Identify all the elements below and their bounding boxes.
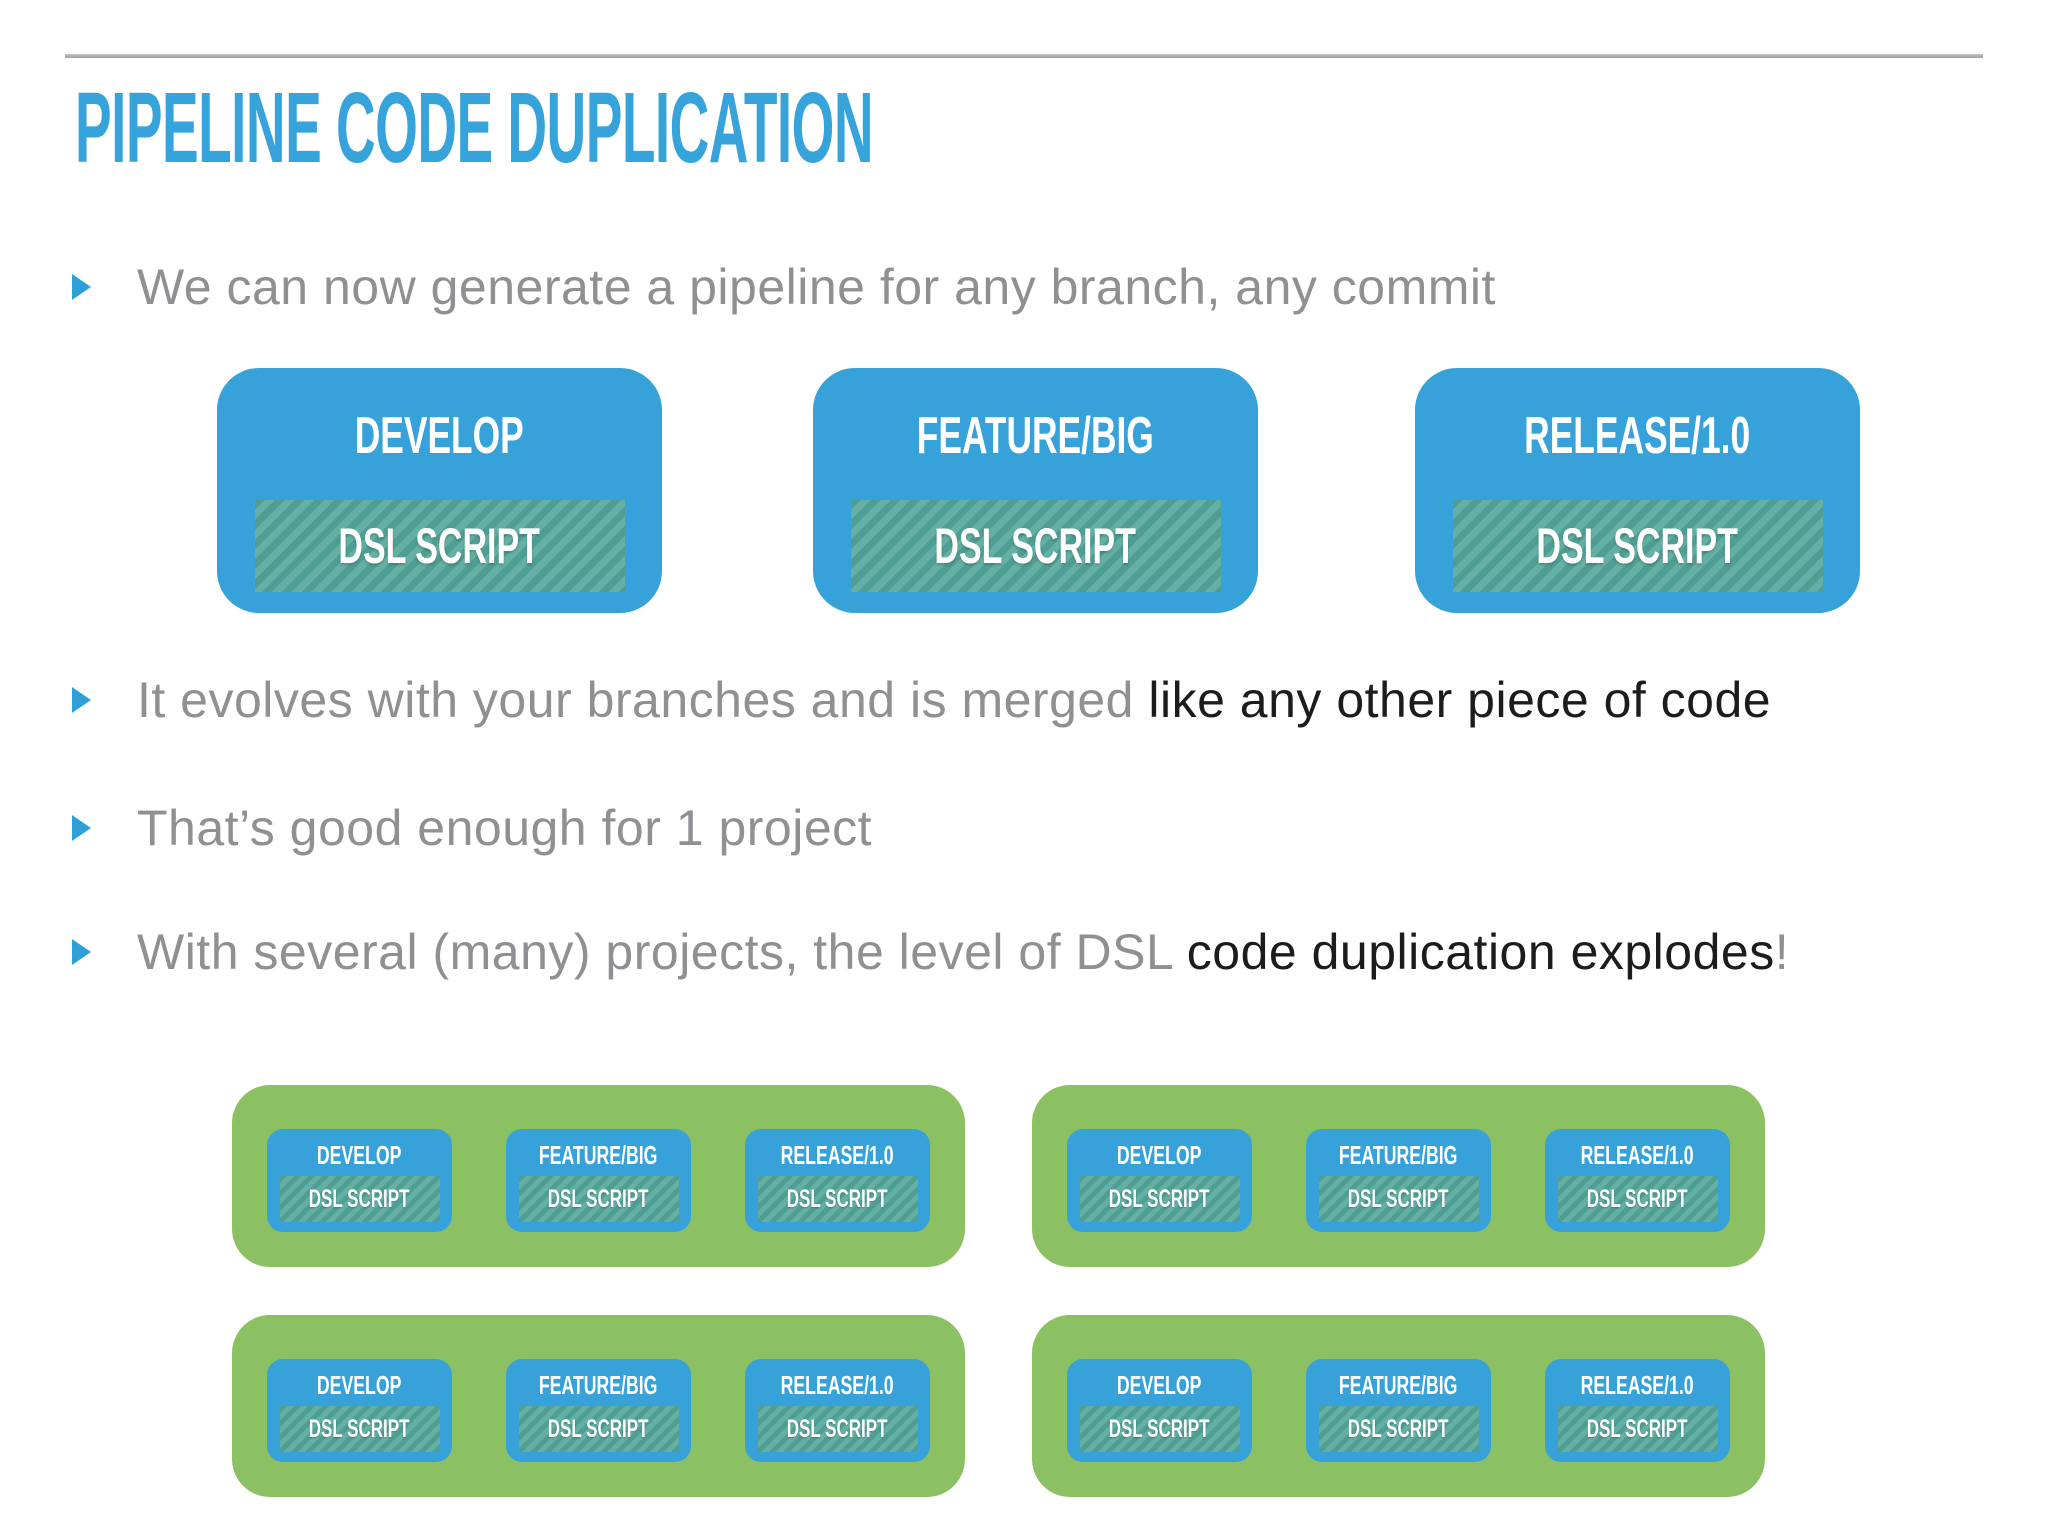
dsl-script-label: DSL SCRIPT: [338, 518, 541, 574]
dsl-script-label: DSL SCRIPT: [1536, 518, 1739, 574]
bullet-segment-emphasis: code duplication explodes: [1186, 924, 1775, 980]
dsl-script-label: DSL SCRIPT: [934, 518, 1137, 574]
bullet-segment-emphasis: like any other piece of code: [1148, 672, 1772, 728]
mini-dsl-script-label: DSL SCRIPT: [1348, 1184, 1449, 1213]
mini-dsl-script-box: DSL SCRIPT: [1557, 1176, 1718, 1222]
mini-branch-label: RELEASE/1.0: [1580, 1370, 1694, 1400]
mini-branch-label: DEVELOP: [317, 1140, 402, 1170]
branch-box-feature-big: FEATURE/BIG DSL SCRIPT: [813, 368, 1258, 613]
bullet-item-3: That’s good enough for 1 project: [72, 798, 872, 858]
mini-branch-box-release-1-0: RELEASE/1.0 DSL SCRIPT: [745, 1129, 930, 1232]
mini-dsl-script-box: DSL SCRIPT: [1079, 1406, 1240, 1452]
mini-branch-box-feature-big: FEATURE/BIG DSL SCRIPT: [1306, 1129, 1491, 1232]
mini-dsl-script-box: DSL SCRIPT: [279, 1176, 440, 1222]
bullet-text: With several (many) projects, the level …: [137, 922, 1789, 982]
bullet-segment: It evolves with your branches and is mer…: [137, 672, 1149, 728]
bullet-segment: That’s good enough for 1 project: [137, 800, 873, 856]
mini-branch-label: RELEASE/1.0: [1580, 1140, 1694, 1170]
bullet-triangle-icon: [72, 939, 91, 965]
mini-dsl-script-box: DSL SCRIPT: [757, 1406, 918, 1452]
mini-dsl-script-box: DSL SCRIPT: [518, 1176, 679, 1222]
dsl-script-box: DSL SCRIPT: [254, 500, 625, 592]
mini-branch-box-feature-big: FEATURE/BIG DSL SCRIPT: [1306, 1359, 1491, 1462]
bullet-triangle-icon: [72, 274, 91, 300]
mini-dsl-script-box: DSL SCRIPT: [1318, 1406, 1479, 1452]
page-title-text: PIPELINE CODE DUPLICATION: [75, 72, 874, 184]
mini-dsl-script-box: DSL SCRIPT: [757, 1176, 918, 1222]
bullet-segment: !: [1774, 924, 1790, 980]
mini-dsl-script-box: DSL SCRIPT: [1318, 1176, 1479, 1222]
dsl-script-box: DSL SCRIPT: [850, 500, 1221, 592]
dsl-script-box: DSL SCRIPT: [1452, 500, 1823, 592]
bullet-text: We can now generate a pipeline for any b…: [137, 257, 1496, 317]
page-title: PIPELINE CODE DUPLICATION: [75, 78, 1526, 178]
project-group-2: DEVELOP DSL SCRIPT FEATURE/BIG DSL SCRIP…: [1032, 1085, 1765, 1267]
bullet-item-1: We can now generate a pipeline for any b…: [72, 257, 1496, 317]
branch-label: FEATURE/BIG: [916, 407, 1155, 465]
mini-branch-label: FEATURE/BIG: [539, 1370, 658, 1400]
branch-label: RELEASE/1.0: [1524, 407, 1751, 465]
mini-branch-box-develop: DEVELOP DSL SCRIPT: [1067, 1359, 1252, 1462]
mini-branch-box-develop: DEVELOP DSL SCRIPT: [1067, 1129, 1252, 1232]
project-group-4: DEVELOP DSL SCRIPT FEATURE/BIG DSL SCRIP…: [1032, 1315, 1765, 1497]
mini-branch-label: FEATURE/BIG: [1339, 1370, 1458, 1400]
mini-branch-label: DEVELOP: [317, 1370, 402, 1400]
mini-branch-box-develop: DEVELOP DSL SCRIPT: [267, 1359, 452, 1462]
bullet-text: That’s good enough for 1 project: [137, 798, 872, 858]
mini-branch-box-release-1-0: RELEASE/1.0 DSL SCRIPT: [745, 1359, 930, 1462]
branch-box-release-1-0: RELEASE/1.0 DSL SCRIPT: [1415, 368, 1860, 613]
mini-dsl-script-label: DSL SCRIPT: [1348, 1414, 1449, 1443]
bullet-triangle-icon: [72, 687, 91, 713]
mini-branch-label: DEVELOP: [1117, 1370, 1202, 1400]
mini-dsl-script-label: DSL SCRIPT: [1587, 1184, 1688, 1213]
bullet-item-2: It evolves with your branches and is mer…: [72, 670, 1771, 730]
branch-label: DEVELOP: [355, 407, 524, 465]
mini-branch-box-feature-big: FEATURE/BIG DSL SCRIPT: [506, 1359, 691, 1462]
bullet-segment: We can now generate a pipeline for any b…: [137, 259, 1496, 315]
mini-dsl-script-label: DSL SCRIPT: [548, 1414, 649, 1443]
mini-branch-label: RELEASE/1.0: [780, 1370, 894, 1400]
project-group-3: DEVELOP DSL SCRIPT FEATURE/BIG DSL SCRIP…: [232, 1315, 965, 1497]
mini-branch-box-feature-big: FEATURE/BIG DSL SCRIPT: [506, 1129, 691, 1232]
mini-dsl-script-label: DSL SCRIPT: [1109, 1414, 1210, 1443]
mini-branch-label: FEATURE/BIG: [539, 1140, 658, 1170]
bullet-text: It evolves with your branches and is mer…: [137, 670, 1771, 730]
mini-dsl-script-label: DSL SCRIPT: [309, 1414, 410, 1443]
mini-dsl-script-label: DSL SCRIPT: [309, 1184, 410, 1213]
mini-branch-label: FEATURE/BIG: [1339, 1140, 1458, 1170]
mini-dsl-script-label: DSL SCRIPT: [1109, 1184, 1210, 1213]
bullet-triangle-icon: [72, 815, 91, 841]
top-rule: [65, 54, 1983, 58]
mini-dsl-script-box: DSL SCRIPT: [1079, 1176, 1240, 1222]
branch-box-develop: DEVELOP DSL SCRIPT: [217, 368, 662, 613]
mini-dsl-script-box: DSL SCRIPT: [1557, 1406, 1718, 1452]
mini-dsl-script-label: DSL SCRIPT: [548, 1184, 649, 1213]
mini-dsl-script-box: DSL SCRIPT: [279, 1406, 440, 1452]
mini-branch-label: DEVELOP: [1117, 1140, 1202, 1170]
project-group-1: DEVELOP DSL SCRIPT FEATURE/BIG DSL SCRIP…: [232, 1085, 965, 1267]
mini-dsl-script-label: DSL SCRIPT: [787, 1184, 888, 1213]
mini-branch-box-develop: DEVELOP DSL SCRIPT: [267, 1129, 452, 1232]
mini-branch-label: RELEASE/1.0: [780, 1140, 894, 1170]
bullet-item-4: With several (many) projects, the level …: [72, 922, 1789, 982]
mini-branch-box-release-1-0: RELEASE/1.0 DSL SCRIPT: [1545, 1359, 1730, 1462]
mini-branch-box-release-1-0: RELEASE/1.0 DSL SCRIPT: [1545, 1129, 1730, 1232]
mini-dsl-script-label: DSL SCRIPT: [1587, 1414, 1688, 1443]
mini-dsl-script-box: DSL SCRIPT: [518, 1406, 679, 1452]
mini-dsl-script-label: DSL SCRIPT: [787, 1414, 888, 1443]
bullet-segment: With several (many) projects, the level …: [137, 924, 1187, 980]
